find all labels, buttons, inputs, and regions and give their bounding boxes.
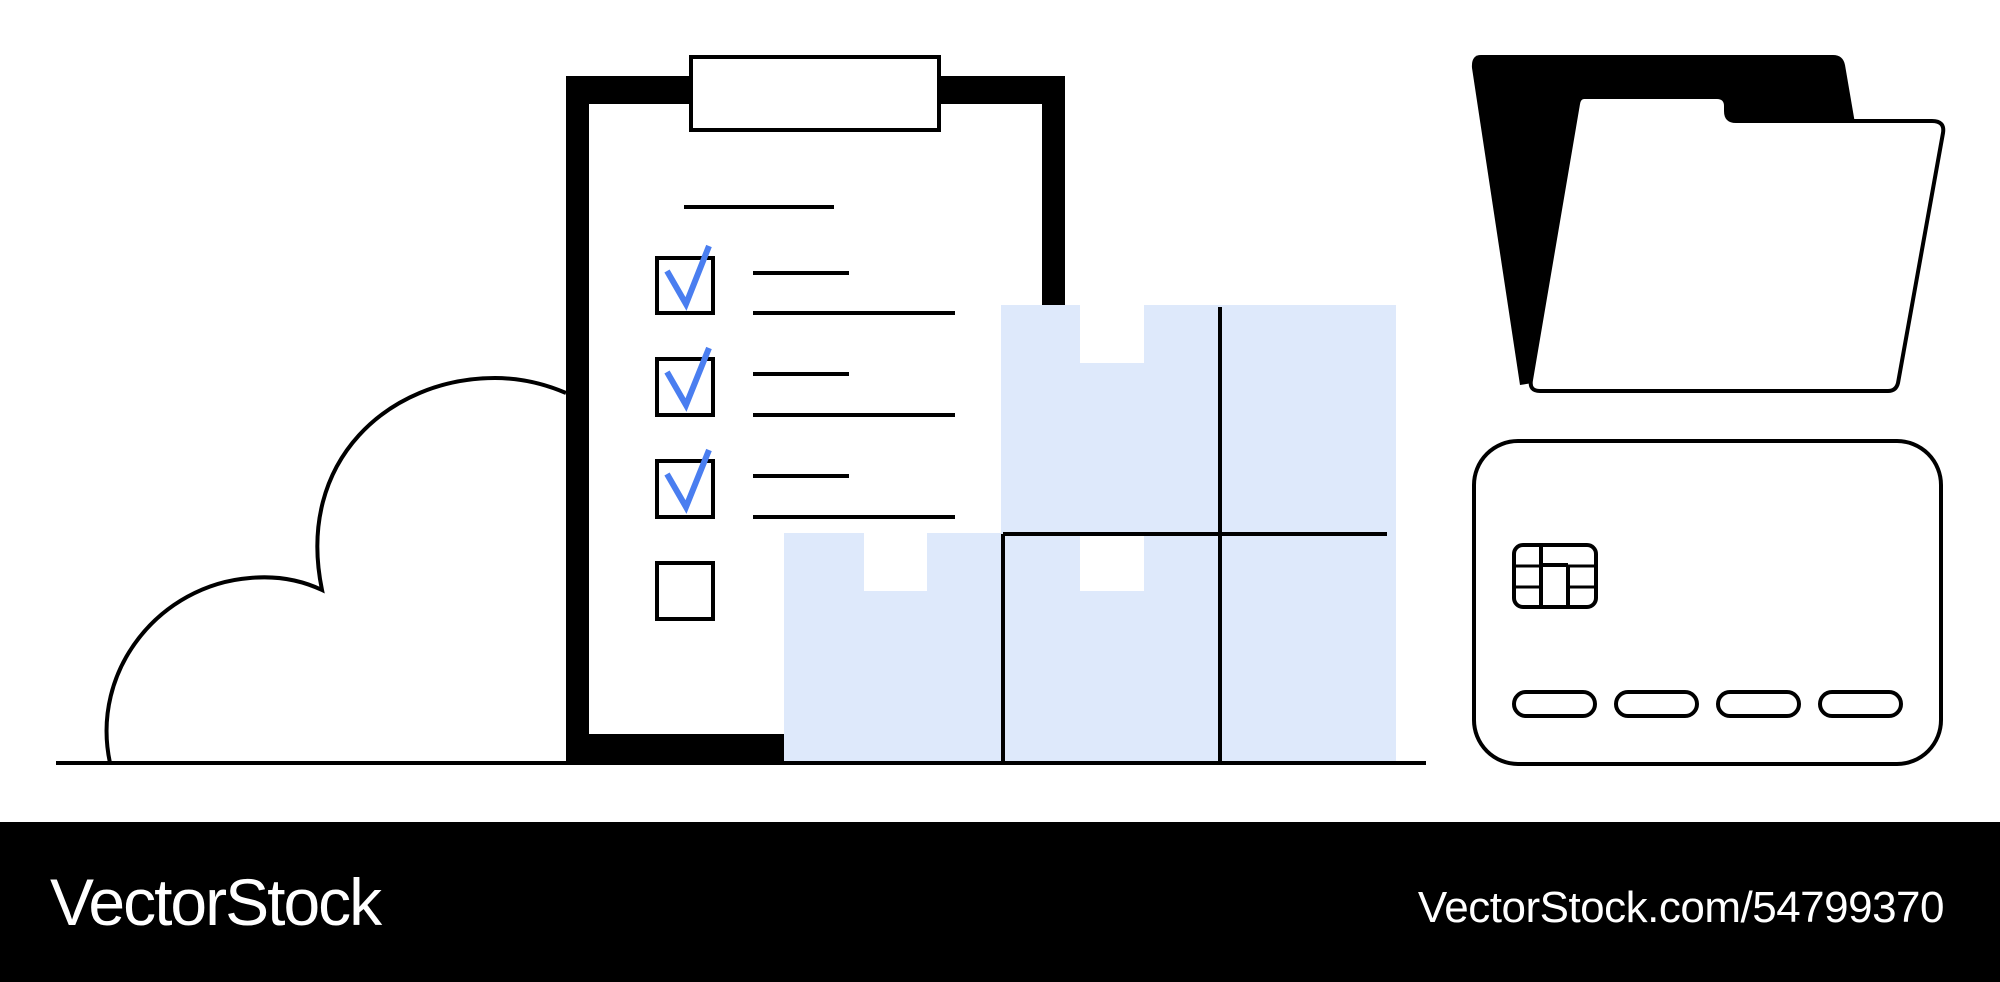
card-number-group bbox=[1716, 690, 1801, 718]
checkbox-empty bbox=[655, 561, 715, 621]
checkbox-checked bbox=[655, 357, 715, 417]
checklist-item bbox=[655, 561, 715, 621]
box-tape-notch bbox=[864, 533, 927, 591]
illustration bbox=[56, 55, 1946, 766]
checkbox-checked bbox=[655, 459, 715, 519]
checkmark-icon bbox=[664, 346, 712, 412]
watermark-banner: VectorStock VectorStock.com/54799370 bbox=[0, 822, 2000, 982]
card-number-group bbox=[1818, 690, 1903, 718]
checkmark-icon bbox=[664, 448, 712, 514]
checkbox-checked bbox=[655, 256, 715, 315]
checklist bbox=[655, 244, 955, 621]
card-chip-icon bbox=[1512, 543, 1598, 609]
checklist-item bbox=[655, 244, 955, 315]
box-tape-notch bbox=[1080, 536, 1144, 591]
clipboard-clip bbox=[689, 55, 941, 132]
box-tape-notch bbox=[1080, 305, 1144, 363]
image-url-text: VectorStock.com/54799370 bbox=[1417, 883, 1945, 932]
card-number-group bbox=[1512, 690, 1597, 718]
cloud-icon bbox=[104, 375, 567, 764]
illustration-canvas bbox=[56, 55, 1946, 766]
box-icon bbox=[784, 305, 1396, 763]
card-number-group bbox=[1614, 690, 1699, 718]
folder-icon bbox=[1471, 55, 1946, 393]
checklist-item bbox=[655, 448, 955, 519]
folder-front bbox=[1528, 95, 1946, 393]
clipboard-icon bbox=[566, 55, 1065, 763]
checklist-item bbox=[655, 346, 955, 417]
brand-logo-text: VectorStock bbox=[50, 865, 382, 939]
checkmark-icon bbox=[664, 244, 712, 311]
credit-card-icon bbox=[1472, 439, 1943, 766]
